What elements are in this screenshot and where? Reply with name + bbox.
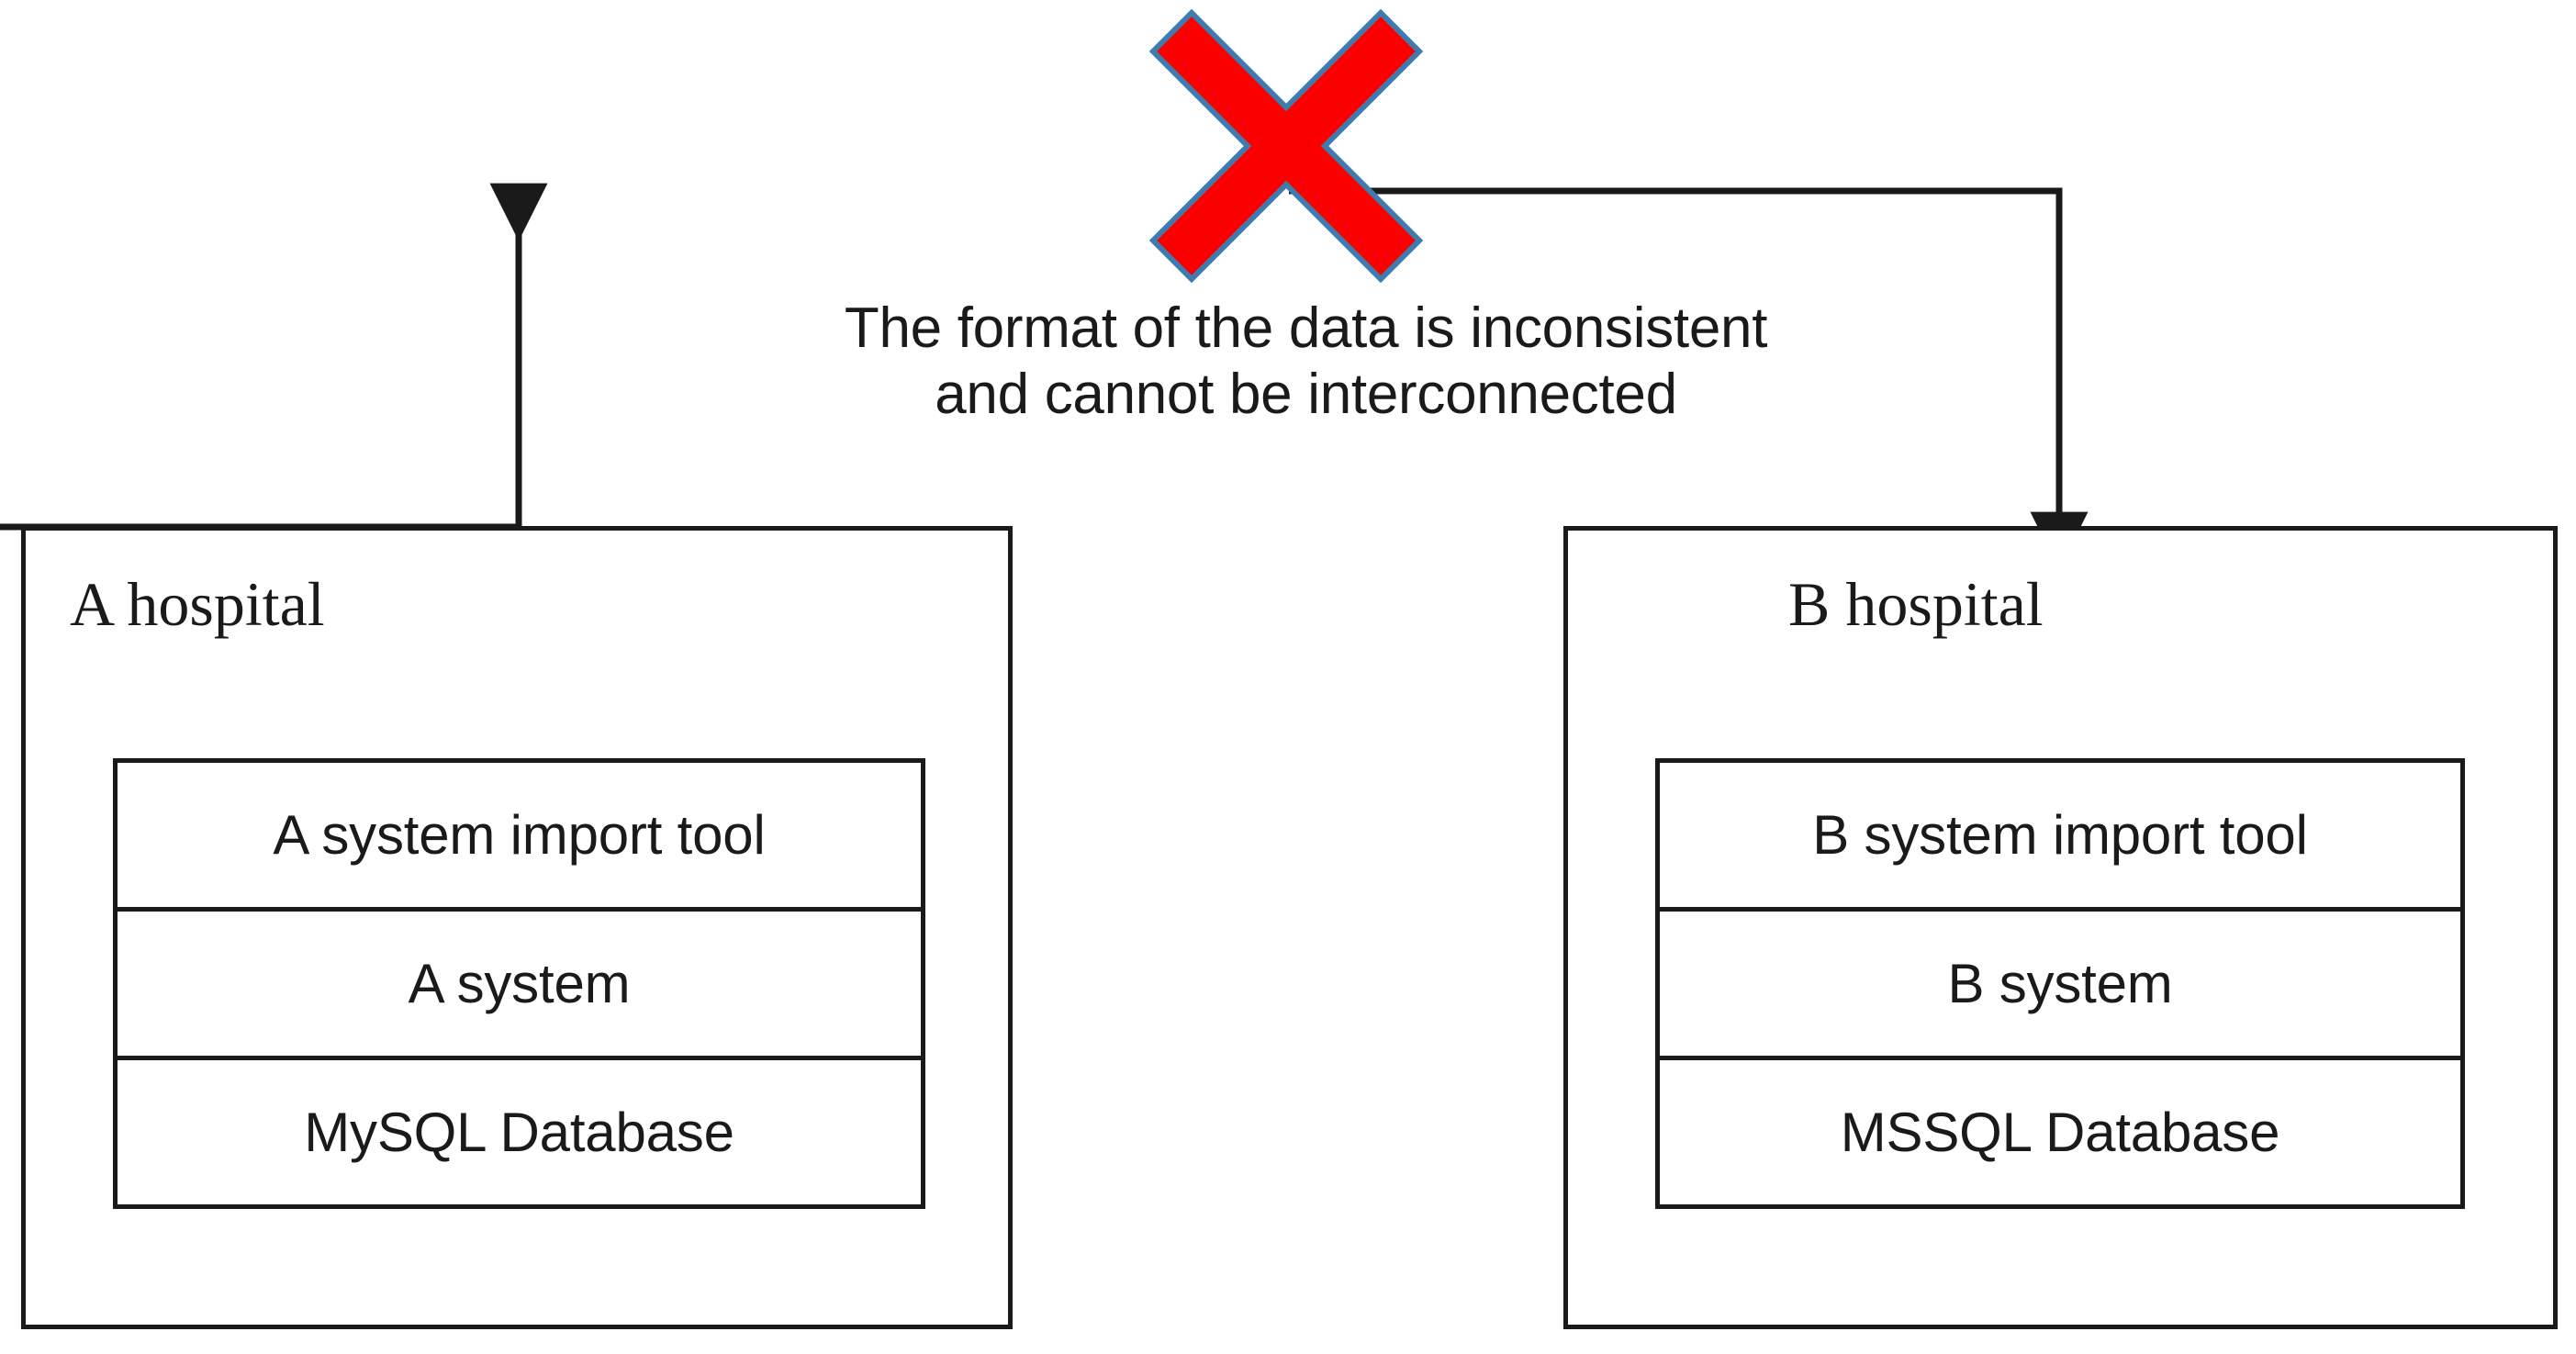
caption-line-1: The format of the data is inconsistent	[844, 297, 1768, 360]
hospital-a-layer-system: A system	[118, 907, 921, 1056]
caption-line-2: and cannot be interconnected	[935, 362, 1677, 426]
hospital-b-layer-system: B system	[1660, 907, 2460, 1056]
red-x-mark-icon	[1148, 8, 1424, 284]
hospital-a-title: A hospital	[70, 569, 325, 639]
hospital-a-system-stack: A system import tool A system MySQL Data…	[113, 758, 925, 1209]
hospital-a-layer-database: MySQL Database	[118, 1056, 921, 1204]
hospital-a-layer-import-tool: A system import tool	[273, 804, 766, 866]
arrow-to-hospital-a	[0, 183, 548, 531]
hospital-box-a: A hospital A system import tool A system…	[21, 526, 1013, 1329]
hospital-b-system-stack: B system import tool B system MSSQL Data…	[1655, 758, 2465, 1209]
hospital-b-layer-database: MSSQL Database	[1660, 1056, 2460, 1204]
caption-text: The format of the data is inconsistent a…	[643, 296, 1969, 428]
hospital-b-layer-import-tool: B system import tool	[1812, 804, 2308, 866]
hospital-b-title: B hospital	[1788, 569, 2044, 639]
hospital-box-b: B hospital B system import tool B system…	[1563, 526, 2558, 1329]
